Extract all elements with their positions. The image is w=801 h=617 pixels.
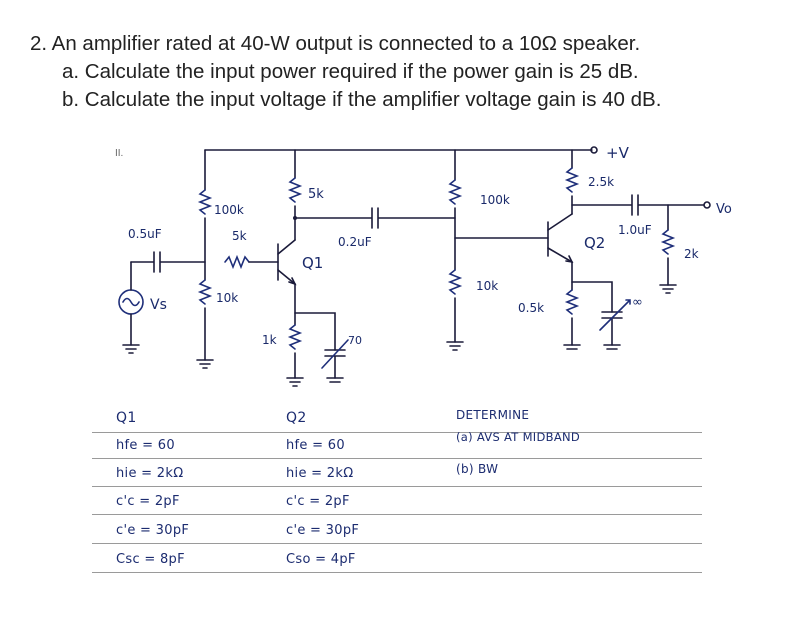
q2-hie: hie = 2kΩ bbox=[286, 466, 354, 481]
r100k-b-label: 100k bbox=[480, 193, 510, 207]
ccouple-label: 0.2uF bbox=[338, 235, 372, 249]
r100k-a-label: 100k bbox=[214, 203, 244, 217]
rule-line bbox=[92, 486, 702, 487]
ce2-label: ∞ bbox=[632, 295, 643, 310]
problem-part-a: a. Calculate the input power required if… bbox=[62, 60, 639, 83]
problem-line-1: 2. An amplifier rated at 40-W output is … bbox=[30, 32, 641, 55]
r2-5k-label: 2.5k bbox=[588, 175, 614, 189]
r5k-series-label: 5k bbox=[232, 229, 247, 243]
rule-line bbox=[92, 432, 702, 433]
q2-header: Q2 bbox=[286, 410, 307, 426]
rule-line bbox=[92, 514, 702, 515]
circuit-label: II. bbox=[115, 148, 124, 159]
q2-label: Q2 bbox=[584, 234, 605, 252]
q1-label: Q1 bbox=[302, 254, 323, 272]
r1k-label: 1k bbox=[262, 333, 277, 347]
r10k-a-label: 10k bbox=[216, 291, 238, 305]
q1-hfe: hfe = 60 bbox=[116, 438, 175, 453]
q2-cc: c'c = 2pF bbox=[286, 494, 350, 509]
r0-5k-label: 0.5k bbox=[518, 301, 544, 315]
q2-ce: c'e = 30pF bbox=[286, 523, 360, 538]
q2-cso: Cso = 4pF bbox=[286, 552, 356, 567]
vo-label: Vo bbox=[716, 202, 732, 217]
q1-ce: c'e = 30pF bbox=[116, 523, 190, 538]
determine-item-a: (a) AVS AT MIDBAND bbox=[456, 430, 581, 444]
r2k-label: 2k bbox=[684, 247, 699, 261]
r5k-collector-label: 5k bbox=[308, 187, 324, 202]
vcc-terminal bbox=[590, 146, 598, 154]
determine-title: DETERMINE bbox=[456, 408, 530, 422]
determine-item-b: (b) BW bbox=[456, 462, 499, 476]
rule-line bbox=[92, 543, 702, 544]
vs-label: Vs bbox=[150, 297, 167, 313]
q1-header: Q1 bbox=[116, 410, 137, 426]
cin-label: 0.5uF bbox=[128, 227, 162, 241]
q1-hie: hie = 2kΩ bbox=[116, 466, 184, 481]
problem-part-b: b. Calculate the input voltage if the am… bbox=[62, 88, 662, 111]
q1-csc: Csc = 8pF bbox=[116, 552, 185, 567]
vcc-label: +V bbox=[606, 144, 630, 162]
q1-cc: c'c = 2pF bbox=[116, 494, 180, 509]
ce1-label: 70 bbox=[348, 334, 362, 347]
rule-line bbox=[92, 458, 702, 459]
cout-label: 1.0uF bbox=[618, 223, 652, 237]
q2-hfe: hfe = 60 bbox=[286, 438, 345, 453]
rule-line bbox=[92, 572, 702, 573]
r10k-b-label: 10k bbox=[476, 279, 498, 293]
problem-statement: 2. An amplifier rated at 40-W output is … bbox=[30, 30, 790, 114]
